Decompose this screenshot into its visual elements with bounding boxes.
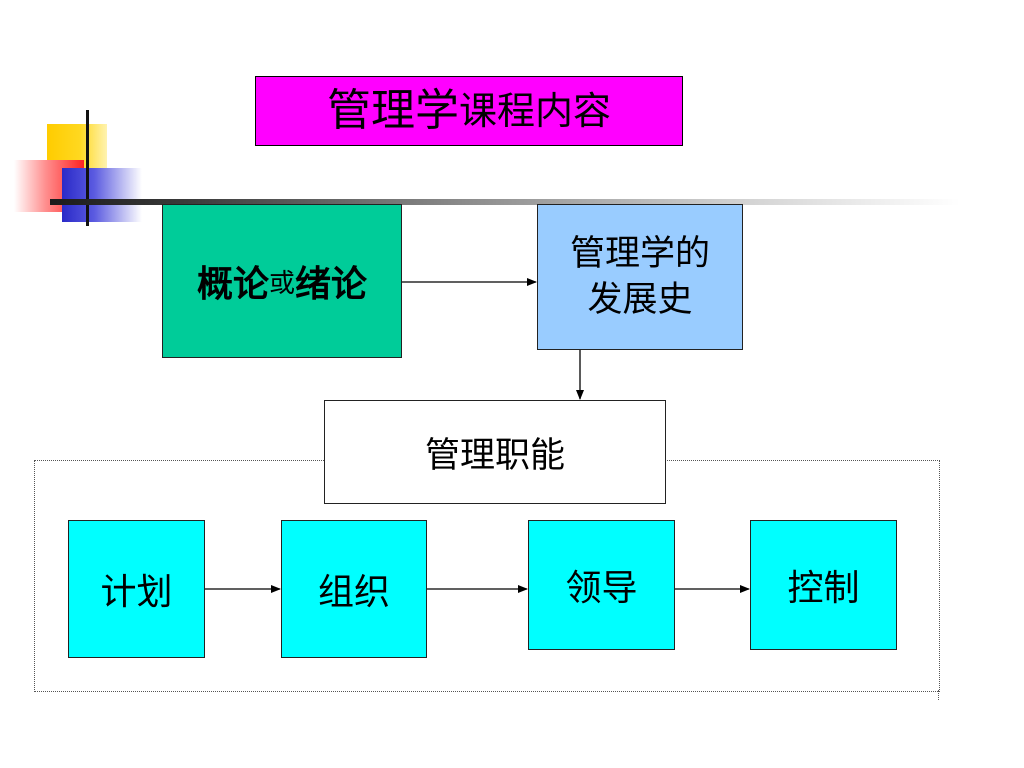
lead-box: 领导 [528,520,675,650]
control-box: 控制 [750,520,897,650]
control-label: 控制 [787,568,860,609]
intro-label-b: 绪论 [295,263,368,305]
organize-box: 组织 [281,520,427,658]
frame-corner-tick [938,690,939,700]
title-divider-line [50,199,960,205]
history-box: 管理学的 发展史 [537,204,743,350]
history-line-2: 发展史 [587,280,693,320]
intro-label-a: 概论 [196,263,269,305]
title-part-main: 管理学 [326,85,459,136]
functions-box: 管理职能 [324,400,666,504]
organize-label: 组织 [317,572,390,613]
history-line-1: 管理学的 [569,234,710,274]
lead-label: 领导 [565,568,638,609]
logo-blue-square [62,168,142,222]
logo-vertical-line [86,110,89,226]
intro-box: 概论或绪论 [162,204,402,358]
intro-connector: 或 [268,268,295,299]
plan-box: 计划 [68,520,205,658]
slide-title: 管理学课程内容 [255,76,683,146]
title-part-sub: 课程内容 [458,89,611,133]
plan-label: 计划 [100,572,173,613]
functions-label: 管理职能 [424,435,565,476]
